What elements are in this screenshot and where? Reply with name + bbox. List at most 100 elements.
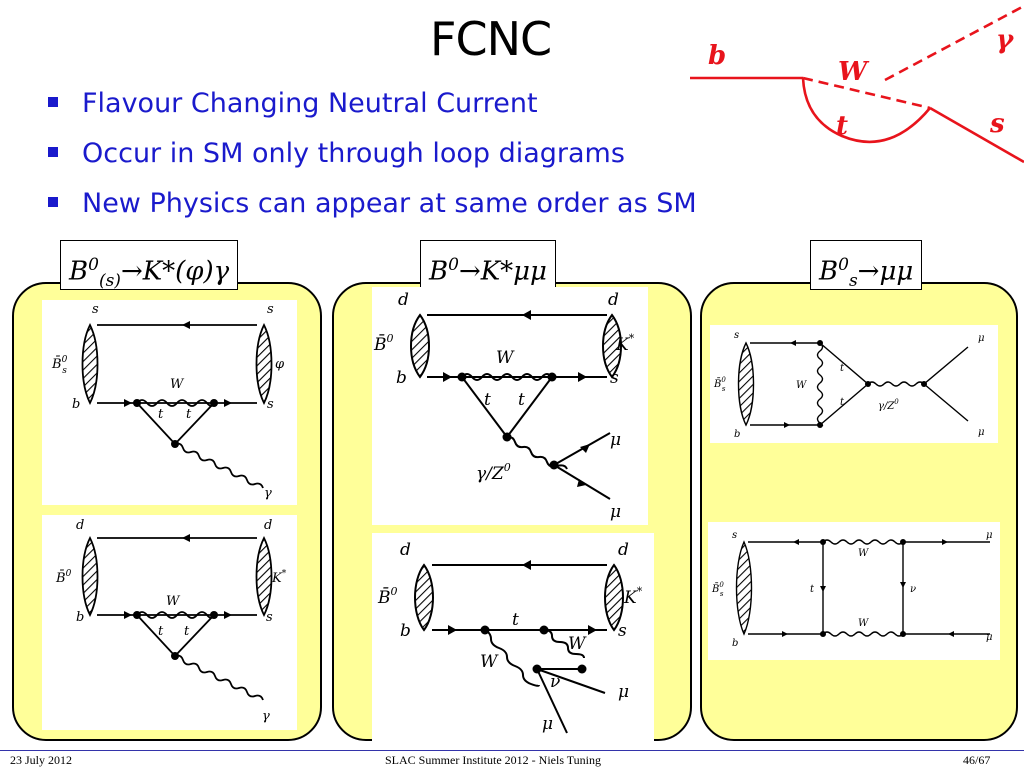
quark-label: s [732,530,737,541]
feynman-diagram-b0-kstar-mumu-penguin: d d B̄0 K* b s W t t γ/Z0 μ μ [372,287,648,525]
label-rest: →K*(φ)γ [120,256,230,287]
top-loop [801,77,931,144]
label-sub: s [848,270,858,291]
w-boson-label: W [170,377,185,392]
quark-label: s [734,330,739,341]
w-boson-label: W [496,348,515,368]
label-base: B [69,256,89,287]
s-quark-line [929,106,1024,164]
quark-label: d [76,518,84,533]
muon-label: μ [542,714,553,734]
slide-title: FCNC [430,12,552,66]
photon-label: γ [264,486,272,501]
top-label: t [840,397,845,408]
top-label: t [484,390,491,410]
meson-label: K* [623,585,643,608]
quark-label: b [72,397,80,412]
top-label: t [512,610,519,630]
label-base: B [819,256,839,287]
w-line [802,76,931,110]
muon-label: μ [610,502,621,522]
bullet-text: New Physics can appear at same order as … [82,188,697,219]
right-panel-title: B0s→μμ [810,240,923,291]
quark-label: b [76,610,84,625]
bullet-text: Occur in SM only through loop diagrams [82,138,625,169]
label-sup: 0 [448,255,459,275]
quark-label: b [400,621,411,641]
gamma-label: γ [996,25,1015,55]
boson-label: γ/Z0 [476,461,511,484]
label-base: B [429,256,449,287]
meson-label: B̄0 [55,569,72,586]
meson-label: K* [615,332,635,355]
top-label: t [186,407,192,422]
s-label: s [989,109,1005,139]
quark-label: d [618,540,629,560]
neutrino-label: ν [550,672,560,692]
w-boson-label: W [480,652,499,672]
quark-label: b [734,429,740,440]
feynman-diagram-b0-kstar-mumu-box: d d B̄0 K* b s t W W ν μ μ [372,533,654,741]
top-label: t [158,407,164,422]
meson-label: B̄0 [377,585,398,608]
muon-label: μ [618,682,629,702]
meson-label: K* [271,569,287,586]
quark-label: d [398,290,409,310]
boson-label: γ/Z0 [878,398,899,412]
w-boson-label: W [166,594,181,609]
quark-label: s [92,302,99,317]
muon-label: μ [978,427,985,438]
w-boson-label: W [858,618,869,629]
bullet-item: Flavour Changing Neutral Current [48,84,697,134]
label-sup: 0 [838,255,849,275]
label-sup: 0 [88,255,99,275]
footer-divider [0,750,1024,751]
bullet-item: Occur in SM only through loop diagrams [48,134,697,184]
muon-label: μ [986,530,993,541]
gamma-line [884,4,1024,82]
muon-label: μ [986,632,993,643]
top-label: t [840,363,845,374]
quark-label: d [400,540,411,560]
label-sub: (s) [98,270,121,291]
t-label: t [836,111,848,141]
middle-panel-title: B0→K*μμ [420,240,556,290]
quark-label: s [266,610,273,625]
quark-label: b [396,368,407,388]
footer-date: 23 July 2012 [10,753,73,767]
top-label: t [810,584,815,595]
quark-label: d [608,290,619,310]
footer-center-text: SLAC Summer Institute 2012 - Niels Tunin… [385,753,602,767]
b-label: b [708,41,726,71]
w-boson-label: W [858,548,869,559]
top-label: t [518,390,525,410]
bullet-text: Flavour Changing Neutral Current [82,88,538,119]
w-label: W [838,57,870,87]
footer-page-number: 46/67 [963,753,991,767]
bullet-square-icon [48,196,58,207]
quark-label: s [267,397,274,412]
bullet-item: New Physics can appear at same order as … [48,184,697,234]
muon-label: μ [610,430,621,450]
label-rest: →K*μμ [458,256,547,287]
neutrino-label: ν [910,584,916,595]
w-boson-label: W [568,634,587,654]
photon-label: γ [262,709,270,724]
bullet-square-icon [48,96,58,107]
bullet-square-icon [48,146,58,157]
quark-label: s [618,621,627,641]
muon-label: μ [978,333,985,344]
quark-label: s [267,302,274,317]
quark-label: s [610,368,619,388]
quark-label: d [264,518,272,533]
meson-label: φ [275,357,285,372]
bullet-list: Flavour Changing Neutral Current Occur i… [48,84,697,234]
meson-label: B̄0 [373,332,394,355]
left-panel-title: B0(s)→K*(φ)γ [60,240,239,291]
feynman-diagram-b0-kstar-gamma: d d B̄0 K* b s W t t γ [42,515,297,730]
